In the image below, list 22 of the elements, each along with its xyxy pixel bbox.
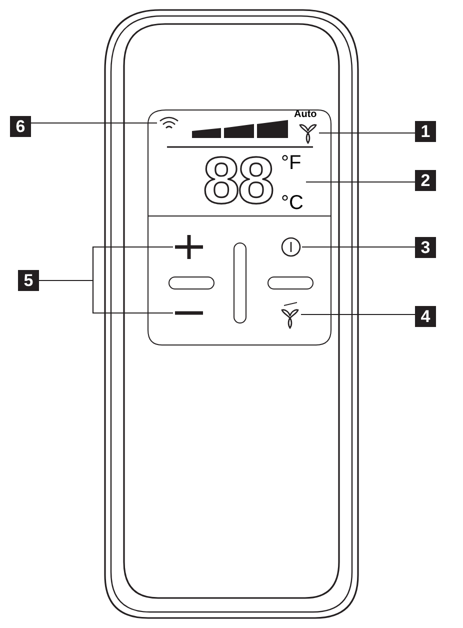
callout-number: 1 [415,121,436,142]
leader-line [31,122,157,124]
temperature-digits: 88 [203,144,272,216]
minus-icon [174,310,204,316]
fan-icon [298,122,318,144]
leader-line [306,181,415,183]
power-icon [281,237,301,257]
callout-number: 5 [18,270,39,291]
callout-number: 2 [415,170,436,191]
callout-number: 4 [415,306,436,327]
fahrenheit-unit: °F [281,152,302,174]
leader-line [319,132,415,134]
callout-number: 3 [415,237,436,258]
leader-line [39,280,173,314]
callout-number: 6 [10,116,31,137]
wifi-icon [158,116,180,130]
leader-line [302,246,415,248]
plus-icon [174,235,204,259]
celsius-unit: °C [281,192,304,214]
fan-speed-icon [280,300,300,329]
leader-line [301,314,415,316]
mode-label: Auto [294,109,317,120]
